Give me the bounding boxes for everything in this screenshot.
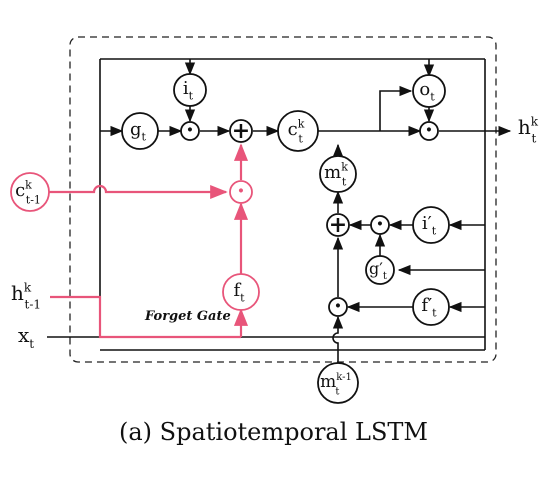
op-circle xyxy=(229,119,253,143)
op-multiply-output: · xyxy=(419,117,439,143)
node-circle xyxy=(277,110,319,152)
node-label: it xyxy=(183,78,194,102)
node-label: i′t xyxy=(422,213,437,237)
black-connections xyxy=(47,58,512,363)
op-circle xyxy=(326,213,350,237)
op-add-cell: + xyxy=(229,118,253,144)
node-i-t: it xyxy=(173,73,207,107)
node-g-t: gt xyxy=(121,112,159,150)
node-f-prime-t: f′t xyxy=(412,288,450,326)
forget-gate-annotation: Forget Gate xyxy=(144,309,231,324)
op-circle xyxy=(419,121,439,141)
node-g-prime-t: g′t xyxy=(365,255,395,285)
node-f-t: ft xyxy=(222,273,260,311)
op-symbol: · xyxy=(237,178,245,204)
node-circle xyxy=(412,206,450,244)
cell-boundary xyxy=(69,36,497,363)
op-multiply-input-prime: · xyxy=(370,211,390,237)
node-circle xyxy=(173,73,207,107)
op-circle xyxy=(328,297,348,317)
node-label: ot xyxy=(419,79,435,103)
node-circle xyxy=(412,288,450,326)
node-circle xyxy=(317,362,359,404)
node-i-prime-t: i′t xyxy=(412,206,450,244)
op-symbol: · xyxy=(334,293,342,319)
op-circle xyxy=(180,121,200,141)
op-circle xyxy=(229,180,253,204)
op-symbol: · xyxy=(186,117,194,143)
node-circle xyxy=(365,255,395,285)
op-multiply-input: · xyxy=(180,117,200,143)
node-circle xyxy=(319,155,357,193)
node-circle xyxy=(222,273,260,311)
op-symbol: + xyxy=(329,212,347,238)
op-multiply-forget-prime: · xyxy=(328,293,348,319)
op-symbol: + xyxy=(232,118,250,144)
label-x-t: xt xyxy=(18,323,34,351)
op-multiply-forget: · xyxy=(229,178,253,204)
node-label: gt xyxy=(130,119,147,143)
node-label: g′t xyxy=(369,259,387,282)
node-label: f′t xyxy=(421,295,437,319)
node-circle xyxy=(121,112,159,150)
op-add-memory: + xyxy=(326,212,350,238)
pink-connections xyxy=(48,143,249,339)
op-symbol: · xyxy=(425,117,433,143)
node-circle xyxy=(10,172,50,212)
op-symbol: · xyxy=(376,211,384,237)
node-label: ft xyxy=(233,280,245,304)
op-circle xyxy=(370,215,390,235)
node-circle xyxy=(412,74,446,108)
figure-caption: (a) Spatiotemporal LSTM xyxy=(118,418,428,446)
node-o-t: ot xyxy=(412,74,446,108)
